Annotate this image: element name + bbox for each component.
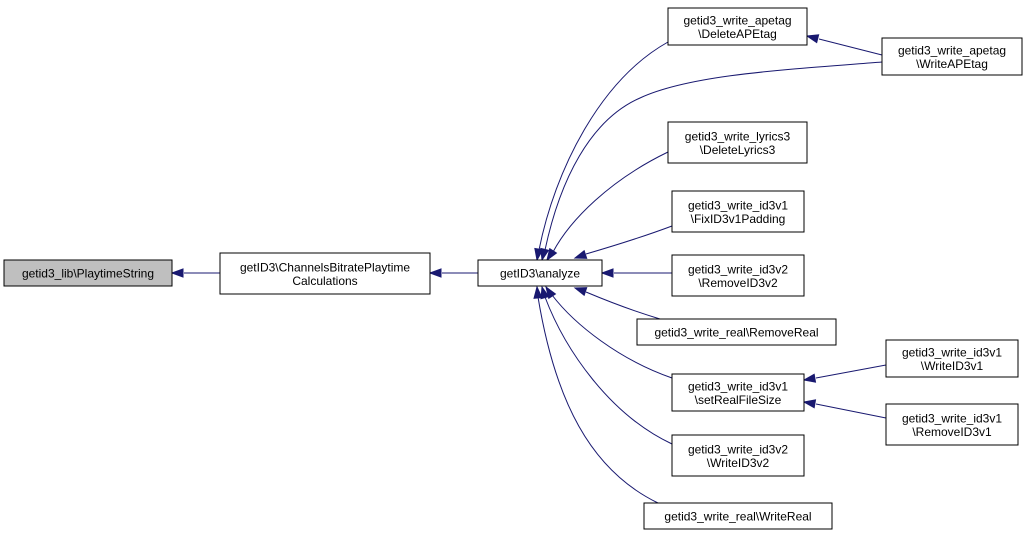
edge-analyze-to-channels_bitrate: [428, 268, 478, 278]
node-box: [671, 254, 805, 297]
edge-line: [537, 296, 659, 504]
node-set-real-file-size[interactable]: getid3_write_id3v1\setRealFileSize: [671, 373, 805, 412]
node-label: getid3_write_id3v1: [688, 198, 788, 212]
edge-line: [544, 61, 883, 251]
node-label: \WriteID3v2: [707, 456, 770, 470]
edge-arrowhead: [600, 268, 614, 278]
node-label: getid3_write_apetag: [898, 43, 1006, 57]
node-remove-id3v1[interactable]: getid3_write_id3v1\RemoveID3v1: [885, 403, 1019, 446]
node-label: \WriteAPEtag: [916, 57, 988, 71]
node-remove-real[interactable]: getid3_write_real\RemoveReal: [636, 318, 837, 346]
node-delete-lyrics3[interactable]: getid3_write_lyrics3\DeleteLyrics3: [667, 121, 808, 164]
node-label: getid3_lib\PlaytimeString: [22, 267, 154, 281]
edge-delete_apetag-to-analyze: [534, 41, 669, 262]
edge-line: [551, 294, 673, 379]
node-label: \WriteID3v1: [921, 359, 984, 373]
edge-arrowhead: [802, 373, 817, 383]
node-box: [885, 403, 1019, 446]
node-box: [219, 252, 431, 295]
node-label: getid3_write_id3v1: [902, 411, 1002, 425]
edge-remove_id3v1-to-set_real_file_size: [802, 399, 887, 419]
edge-line: [552, 151, 669, 253]
edge-arrowhead: [573, 249, 588, 259]
edge-delete_lyrics3-to-analyze: [546, 151, 669, 262]
edge-line: [815, 364, 887, 379]
edge-arrowhead: [170, 268, 184, 278]
node-label: getid3_write_id3v2: [688, 442, 788, 456]
node-analyze[interactable]: getID3\analyze: [477, 259, 603, 287]
node-box: [671, 373, 805, 412]
edge-arrowhead: [428, 268, 442, 278]
edge-write_apetag-to-analyze: [540, 61, 883, 262]
edges-layer: [170, 34, 887, 504]
node-label: getid3_write_real\WriteReal: [664, 510, 811, 524]
edge-line: [815, 403, 887, 419]
node-label: Calculations: [292, 274, 357, 288]
node-fix-id3v1-padding[interactable]: getid3_write_id3v1\FixID3v1Padding: [671, 190, 805, 233]
edge-arrowhead: [533, 285, 543, 299]
edge-channels_bitrate-to-playtime_string: [170, 268, 220, 278]
node-label: \DeleteAPEtag: [698, 27, 777, 41]
node-write-apetag[interactable]: getid3_write_apetag\WriteAPEtag: [881, 37, 1023, 76]
node-label: getID3\analyze: [500, 267, 580, 281]
node-remove-id3v2[interactable]: getid3_write_id3v2\RemoveID3v2: [671, 254, 805, 297]
node-box: [885, 339, 1019, 378]
edge-write_id3v1-to-set_real_file_size: [802, 364, 887, 383]
edge-arrowhead: [802, 399, 817, 409]
node-box: [636, 318, 837, 346]
edge-fix_id3v1_padding-to-analyze: [573, 225, 673, 259]
node-delete-apetag[interactable]: getid3_write_apetag\DeleteAPEtag: [667, 7, 808, 46]
node-box: [477, 259, 603, 287]
node-label: \DeleteLyrics3: [700, 143, 776, 157]
node-channels-bitrate[interactable]: getID3\ChannelsBitratePlaytimeCalculatio…: [219, 252, 431, 295]
node-label: getid3_write_apetag: [683, 13, 791, 27]
node-label: \setRealFileSize: [695, 393, 782, 407]
node-box: [881, 37, 1023, 76]
node-write-id3v2[interactable]: getid3_write_id3v2\WriteID3v2: [671, 434, 805, 477]
node-label: \RemoveID3v2: [698, 276, 778, 290]
node-label: \RemoveID3v1: [912, 425, 992, 439]
edge-write_id3v2-to-analyze: [540, 285, 673, 445]
node-write-id3v1[interactable]: getid3_write_id3v1\WriteID3v1: [885, 339, 1019, 378]
edge-arrowhead: [805, 34, 820, 44]
edge-line: [585, 291, 661, 320]
node-playtime-string[interactable]: getid3_lib\PlaytimeString: [3, 259, 173, 287]
node-box: [671, 190, 805, 233]
node-box: [643, 502, 833, 530]
edge-arrowhead: [540, 285, 550, 300]
edge-arrowhead: [546, 247, 558, 262]
nodes-layer: getid3_lib\PlaytimeString getID3\Channels…: [3, 7, 1023, 530]
edge-remove_id3v2-to-analyze: [600, 268, 672, 278]
node-label: \FixID3v1Padding: [691, 212, 786, 226]
edge-line: [538, 41, 669, 251]
node-label: getid3_write_id3v1: [688, 379, 788, 393]
node-box: [667, 121, 808, 164]
edge-line: [818, 38, 883, 56]
edge-arrowhead: [540, 247, 550, 262]
edge-write_apetag-to-delete_apetag: [805, 34, 883, 56]
node-label: getid3_write_real\RemoveReal: [654, 326, 818, 340]
node-label: getid3_write_lyrics3: [685, 129, 791, 143]
node-write-real[interactable]: getid3_write_real\WriteReal: [643, 502, 833, 530]
node-box: [3, 259, 173, 287]
node-box: [667, 7, 808, 46]
edge-write_real-to-analyze: [533, 285, 659, 504]
edge-line: [585, 225, 673, 255]
edge-remove_real-to-analyze: [573, 287, 661, 320]
node-label: getid3_write_id3v2: [688, 262, 788, 276]
edge-line: [544, 296, 673, 445]
node-label: getID3\ChannelsBitratePlaytime: [240, 260, 410, 274]
edge-arrowhead: [573, 287, 588, 297]
node-label: getid3_write_id3v1: [902, 345, 1002, 359]
node-box: [671, 434, 805, 477]
